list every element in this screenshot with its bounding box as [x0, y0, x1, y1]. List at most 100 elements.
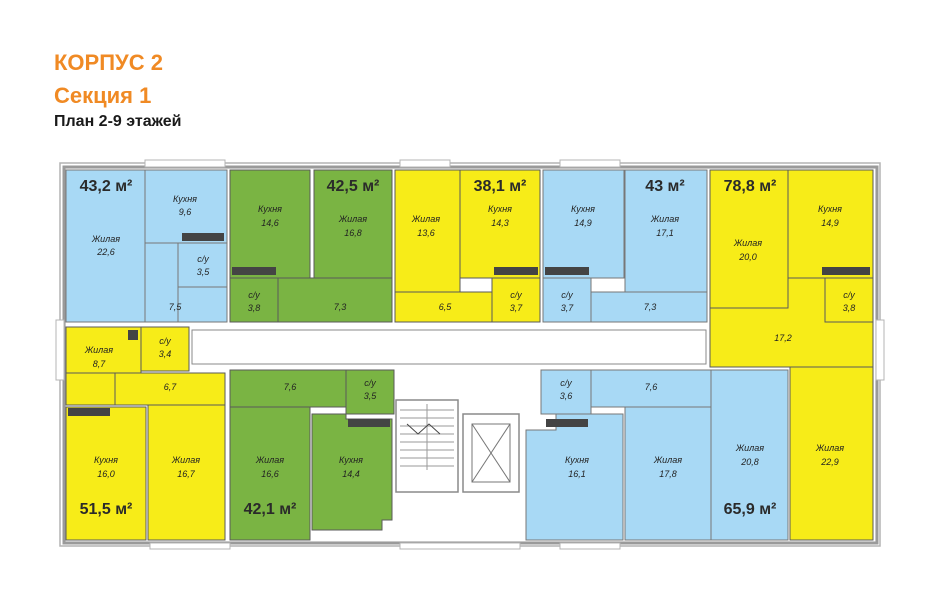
svg-text:17,2: 17,2	[774, 333, 792, 343]
svg-text:с/у: с/у	[560, 378, 572, 388]
svg-text:Кухня: Кухня	[258, 204, 282, 214]
room-bath	[542, 277, 592, 323]
svg-text:17,1: 17,1	[656, 228, 674, 238]
room-living	[709, 169, 789, 309]
svg-text:3,5: 3,5	[197, 267, 211, 277]
room-living	[624, 169, 708, 293]
svg-text:3,8: 3,8	[843, 303, 856, 313]
svg-text:Жилая: Жилая	[735, 443, 764, 453]
svg-text:с/у: с/у	[510, 290, 522, 300]
room-living2	[147, 404, 226, 541]
room-hall	[277, 277, 393, 323]
room-bath	[229, 277, 279, 323]
apartment-42-1[interactable]: 42,1 м² 7,6 с/у 3,5 Жилая 16,6 Кухня 14,…	[229, 369, 395, 541]
area-label: 42,5 м²	[327, 178, 380, 195]
svg-text:Жилая: Жилая	[91, 234, 120, 244]
room-living2	[710, 369, 789, 541]
room-kitchen	[229, 169, 311, 279]
svg-text:8,7: 8,7	[93, 359, 107, 369]
svg-text:3,8: 3,8	[248, 303, 261, 313]
room-hall	[394, 291, 493, 323]
apartment-51-5[interactable]: 51,5 м² Жилая 8,7 с/у 3,4 6,7 Кухня 16,0…	[65, 326, 226, 541]
room-bath	[491, 277, 541, 323]
svg-text:3,5: 3,5	[364, 391, 378, 401]
room-hall	[114, 372, 226, 406]
room-bath	[140, 326, 190, 372]
svg-text:13,6: 13,6	[417, 228, 435, 238]
svg-text:3,6: 3,6	[560, 391, 573, 401]
room-kitchen	[542, 169, 625, 279]
svg-text:Жилая: Жилая	[653, 455, 682, 465]
room-kitchen	[311, 413, 393, 531]
room-living	[229, 406, 311, 541]
area-label: 78,8 м²	[724, 178, 777, 195]
elevator	[462, 413, 520, 493]
room-bath	[345, 369, 395, 415]
apartment-78-8[interactable]: 78,8 м² Жилая 20,0 Кухня 14,9 с/у 3,8 17…	[709, 169, 874, 541]
svg-text:3,4: 3,4	[159, 349, 172, 359]
svg-text:с/у: с/у	[561, 290, 573, 300]
svg-text:с/у: с/у	[248, 290, 260, 300]
svg-text:Жилая: Жилая	[815, 443, 844, 453]
svg-text:3,7: 3,7	[510, 303, 524, 313]
svg-text:Кухня: Кухня	[173, 194, 197, 204]
svg-text:Кухня: Кухня	[571, 204, 595, 214]
apartment-38-1[interactable]: 38,1 м² Жилая 13,6 Кухня 14,3 6,5 с/у 3,…	[394, 169, 541, 323]
area-label: 42,1 м²	[244, 501, 297, 518]
svg-text:7,3: 7,3	[334, 302, 347, 312]
svg-text:3,7: 3,7	[561, 303, 575, 313]
svg-text:22,6: 22,6	[96, 247, 115, 257]
svg-text:22,9: 22,9	[820, 457, 839, 467]
room-kitchen	[65, 406, 147, 541]
stairwell	[395, 399, 459, 493]
room-bath	[824, 277, 874, 323]
svg-text:Жилая: Жилая	[411, 214, 440, 224]
room-hall	[144, 242, 179, 323]
svg-text:Кухня: Кухня	[818, 204, 842, 214]
svg-text:Жилая: Жилая	[255, 455, 284, 465]
room-living	[313, 169, 393, 289]
svg-text:6,5: 6,5	[439, 302, 453, 312]
building-title: КОРПУС 2	[54, 50, 163, 75]
room-bath	[540, 369, 592, 415]
corridor	[191, 329, 707, 365]
svg-text:7,5: 7,5	[169, 302, 183, 312]
svg-text:Жилая: Жилая	[338, 214, 367, 224]
svg-text:16,7: 16,7	[177, 469, 196, 479]
svg-text:7,6: 7,6	[645, 382, 658, 392]
svg-text:14,9: 14,9	[821, 218, 839, 228]
svg-text:16,0: 16,0	[97, 469, 115, 479]
svg-text:с/у: с/у	[197, 254, 209, 264]
svg-text:14,3: 14,3	[491, 218, 509, 228]
svg-text:Кухня: Кухня	[565, 455, 589, 465]
svg-text:Жилая: Жилая	[650, 214, 679, 224]
svg-text:7,3: 7,3	[644, 302, 657, 312]
room-kitchen	[459, 169, 541, 279]
svg-text:16,6: 16,6	[261, 469, 279, 479]
svg-text:16,8: 16,8	[344, 228, 362, 238]
room-kitchen	[787, 169, 874, 279]
area-label: 43 м²	[645, 178, 684, 195]
apartment-43-2[interactable]: 43,2 м² Жилая 22,6 Кухня 9,6 с/у 3,5 7,5	[65, 169, 228, 323]
room-living	[394, 169, 461, 293]
svg-text:7,6: 7,6	[284, 382, 297, 392]
floors-title: План 2-9 этажей	[54, 113, 182, 130]
section-title: Секция 1	[54, 83, 152, 108]
svg-text:Жилая: Жилая	[171, 455, 200, 465]
svg-text:17,8: 17,8	[659, 469, 677, 479]
apartment-43[interactable]: 43 м² Кухня 14,9 Жилая 17,1 с/у 3,7 7,3	[542, 169, 708, 323]
svg-text:с/у: с/у	[159, 336, 171, 346]
apartment-42-5[interactable]: 42,5 м² Кухня 14,6 Жилая 16,8 с/у 3,8 7,…	[229, 169, 393, 323]
svg-text:14,4: 14,4	[342, 469, 360, 479]
apartment-65-9[interactable]: 65,9 м² с/у 3,6 7,6 Кухня 16,1 Жилая 17,…	[525, 369, 789, 541]
svg-text:с/у: с/у	[364, 378, 376, 388]
room-living	[624, 406, 712, 541]
room-bath	[177, 242, 228, 288]
svg-text:с/у: с/у	[843, 290, 855, 300]
svg-text:Кухня: Кухня	[488, 204, 512, 214]
room-kitchen	[525, 413, 624, 541]
svg-text:Кухня: Кухня	[94, 455, 118, 465]
svg-text:Кухня: Кухня	[339, 455, 363, 465]
room-living	[65, 169, 146, 323]
